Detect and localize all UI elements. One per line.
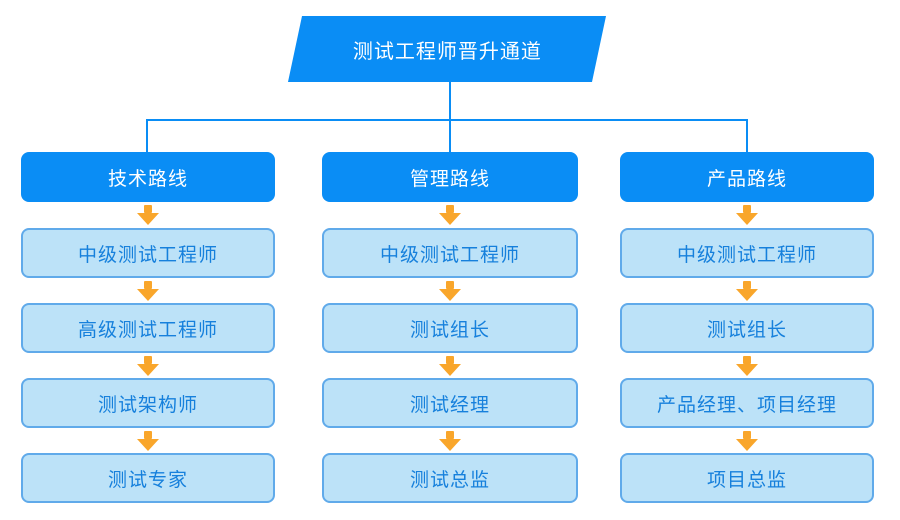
level-box: 高级测试工程师	[21, 303, 275, 353]
connector-trunk-line	[449, 82, 451, 152]
down-arrow-icon	[137, 430, 159, 451]
down-arrow-icon	[736, 355, 758, 376]
level-box: 中级测试工程师	[620, 228, 874, 278]
level-box: 测试专家	[21, 453, 275, 503]
level-box: 测试组长	[620, 303, 874, 353]
down-arrow-icon	[439, 430, 461, 451]
column-technical-route: 技术路线 中级测试工程师 高级测试工程师 测试架构师 测试专家	[21, 152, 275, 503]
level-box: 测试经理	[322, 378, 578, 428]
level-box: 中级测试工程师	[322, 228, 578, 278]
column-header: 管理路线	[322, 152, 578, 202]
level-box: 测试架构师	[21, 378, 275, 428]
level-box: 中级测试工程师	[21, 228, 275, 278]
connector-horizontal-line	[146, 119, 748, 121]
flowchart-title: 测试工程师晋升通道	[352, 38, 542, 63]
level-box: 产品经理、项目经理	[620, 378, 874, 428]
column-header: 产品路线	[620, 152, 874, 202]
column-header: 技术路线	[21, 152, 275, 202]
connector-drop-left-line	[146, 119, 148, 152]
down-arrow-icon	[439, 355, 461, 376]
down-arrow-icon	[439, 280, 461, 301]
down-arrow-icon	[137, 280, 159, 301]
down-arrow-icon	[736, 205, 758, 225]
level-box: 测试组长	[322, 303, 578, 353]
level-box: 测试总监	[322, 453, 578, 503]
column-management-route: 管理路线 中级测试工程师 测试组长 测试经理 测试总监	[322, 152, 578, 503]
level-box: 项目总监	[620, 453, 874, 503]
column-product-route: 产品路线 中级测试工程师 测试组长 产品经理、项目经理 项目总监	[620, 152, 874, 503]
down-arrow-icon	[439, 205, 461, 225]
down-arrow-icon	[736, 430, 758, 451]
connector-drop-right-line	[746, 119, 748, 152]
down-arrow-icon	[137, 355, 159, 376]
down-arrow-icon	[736, 280, 758, 301]
title-parallelogram: 测试工程师晋升通道	[287, 16, 607, 82]
down-arrow-icon	[137, 205, 159, 225]
